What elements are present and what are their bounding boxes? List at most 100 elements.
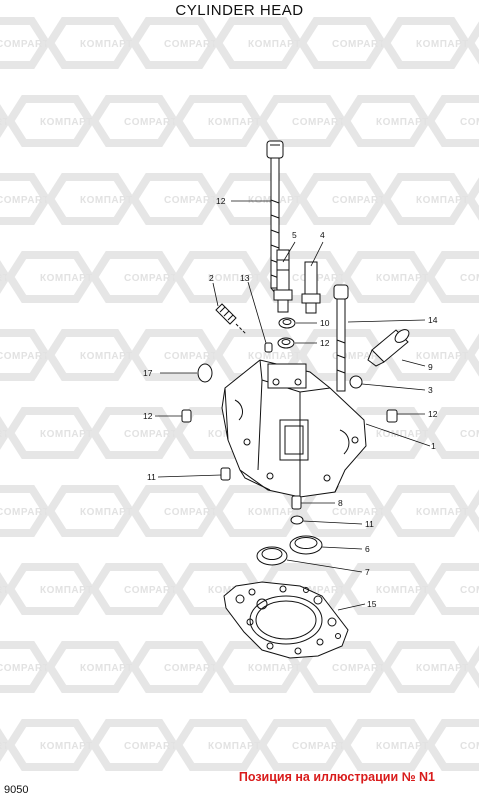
callout-3: 3 (428, 385, 433, 395)
part-11-plug-left[interactable] (220, 467, 231, 481)
watermark-text: COMPART (292, 741, 345, 752)
watermark-text: COMPART (0, 195, 49, 206)
watermark-text: КОМПАРТ (248, 507, 301, 518)
watermark-text: КОМПАРТ (248, 351, 301, 362)
part-12-plug-top[interactable] (277, 337, 295, 349)
watermark-text: КОМПАРТ (376, 117, 429, 128)
watermark-text: COMPART (124, 273, 177, 284)
watermark-text: COMPART (0, 585, 9, 596)
part-9-injector-sleeve[interactable] (367, 327, 411, 367)
watermark-text: COMPART (292, 585, 345, 596)
watermark-text: COMPART (332, 195, 385, 206)
watermark-text: КОМПАРТ (376, 585, 429, 596)
watermark-text: COMPART (164, 507, 217, 518)
watermark-text: КОМПАРТ (376, 273, 429, 284)
part-12-plug-right[interactable] (386, 409, 398, 423)
part-14-bolt[interactable] (333, 284, 349, 392)
watermark-text: КОМПАРТ (80, 663, 133, 674)
part-13-pin[interactable] (264, 342, 273, 353)
watermark-text: КОМПАРТ (80, 195, 133, 206)
watermark-text: COMPART (124, 429, 177, 440)
watermark-text: COMPART (332, 507, 385, 518)
callout-14: 14 (428, 315, 438, 325)
watermark-text: COMPART (292, 117, 345, 128)
callout-12-right: 12 (428, 409, 438, 419)
callout-16: 15 (367, 599, 377, 609)
watermark-text: КОМПАРТ (416, 507, 469, 518)
part-3-plug[interactable] (349, 375, 363, 389)
watermark-text: COMPART (0, 117, 9, 128)
watermark-text: КОМПАРТ (416, 663, 469, 674)
part-16-gasket[interactable] (223, 581, 349, 659)
watermark-text: КОМПАРТ (416, 195, 469, 206)
watermark-text: COMPART (460, 429, 479, 440)
part-8-pin[interactable] (291, 495, 302, 510)
watermark-text: COMPART (124, 741, 177, 752)
watermark-text: COMPART (164, 195, 217, 206)
watermark-text: COMPART (0, 507, 49, 518)
callout-12-top: 12 (320, 338, 330, 348)
callout-10: 10 (320, 318, 330, 328)
watermark-text: COMPART (0, 663, 49, 674)
part-17-plug[interactable] (197, 363, 213, 383)
watermark-text: COMPART (292, 273, 345, 284)
watermark-text: КОМПАРТ (40, 273, 93, 284)
watermark-text: COMPART (0, 741, 9, 752)
watermark-text: КОМПАРТ (40, 117, 93, 128)
watermark-text: КОМПАРТ (376, 429, 429, 440)
callout-7: 7 (365, 567, 370, 577)
watermark-text: КОМПАРТ (376, 741, 429, 752)
watermark-text: КОМПАРТ (80, 39, 133, 50)
watermark-text: КОМПАРТ (208, 117, 261, 128)
part-10-seal-ring[interactable] (278, 317, 296, 329)
part-5-valve-guide[interactable] (273, 249, 293, 313)
watermark-text: КОМПАРТ (40, 585, 93, 596)
watermark-text: COMPART (164, 39, 217, 50)
watermark-text: COMPART (460, 741, 479, 752)
watermark-text: COMPART (0, 351, 49, 362)
watermark-text: КОМПАРТ (248, 663, 301, 674)
watermark-text: КОМПАРТ (416, 351, 469, 362)
callout-12-left: 12 (143, 411, 153, 421)
watermark-text: COMPART (124, 117, 177, 128)
watermark-text: КОМПАРТ (248, 39, 301, 50)
watermark-text: КОМПАРТ (40, 429, 93, 440)
diagram-title: CYLINDER HEAD (175, 2, 304, 19)
watermark-text: COMPART (332, 663, 385, 674)
part-2-stud[interactable] (215, 303, 247, 335)
part-11-plug-center[interactable] (290, 515, 304, 525)
watermark-text: COMPART (0, 273, 9, 284)
callout-4: 4 (320, 230, 325, 240)
part-7-seal-ring[interactable] (256, 546, 288, 566)
watermark-text: COMPART (0, 39, 49, 50)
callout-1: 1 (431, 441, 436, 451)
part-15-head-bolt[interactable] (266, 140, 284, 294)
watermark-text: COMPART (124, 585, 177, 596)
watermark-text: COMPART (460, 273, 479, 284)
diagram-code: 9050 (4, 784, 29, 796)
watermark-text: КОМПАРТ (80, 351, 133, 362)
watermark-text: COMPART (332, 351, 385, 362)
watermark-text: КОМПАРТ (80, 507, 133, 518)
part-4-valve-guide[interactable] (301, 261, 321, 314)
watermark-text: КОМПАРТ (208, 273, 261, 284)
callout-11-left: 11 (147, 472, 156, 482)
watermark-text: COMPART (332, 39, 385, 50)
callout-11-center: 11 (365, 519, 374, 529)
watermark-text: COMPART (164, 351, 217, 362)
callout-2: 2 (209, 273, 214, 283)
callout-6: 6 (365, 544, 370, 554)
watermark-text: COMPART (460, 585, 479, 596)
watermark-text: КОМПАРТ (208, 741, 261, 752)
position-note: Позиция на иллюстрации № N1 (238, 770, 435, 784)
watermark-text: COMPART (164, 663, 217, 674)
part-1-cylinder-head[interactable] (221, 359, 367, 498)
part-6-seal-ring[interactable] (289, 535, 323, 555)
callout-9: 9 (428, 362, 433, 372)
watermark-text: КОМПАРТ (416, 39, 469, 50)
callout-5: 5 (292, 230, 297, 240)
watermark-text: COMPART (0, 429, 9, 440)
part-12-plug-left[interactable] (181, 409, 192, 423)
watermark-text: COMPART (460, 117, 479, 128)
